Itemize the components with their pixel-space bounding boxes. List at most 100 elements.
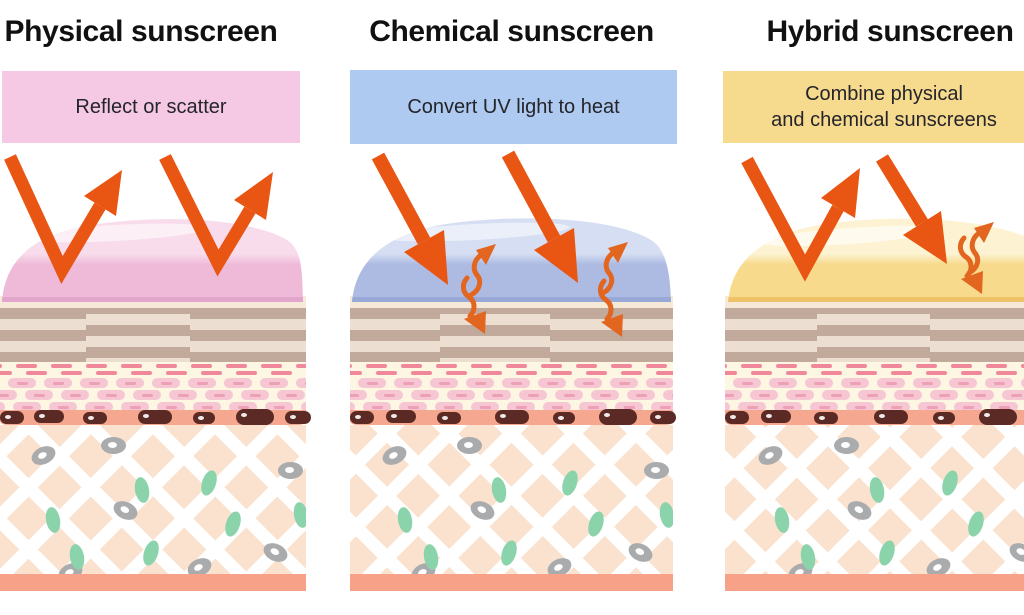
fibroblast-cell [1006,539,1024,566]
epidermis-cell [750,390,778,400]
fibroblast-cell [110,497,141,524]
skin-cross-section [725,296,1024,591]
epidermis-cell-dash [986,364,1007,368]
skin-cross-section [350,296,677,591]
melanocyte-cell [192,412,215,424]
epidermis-cell-dash [576,364,597,368]
heat-wave-arrow-icon [460,275,486,334]
heat-wave-arrow-icon [957,235,983,294]
fibroblast-cell [260,539,291,566]
fibroblast-cell [467,497,497,524]
mechanism-label-text: Reflect or scatter [75,96,227,118]
epidermis-cell [930,390,958,400]
epidermis-cell-dash [856,371,877,375]
epidermis-cell-dash [926,371,947,375]
melanocyte-cell [725,411,749,424]
epidermis-cell-dash [236,371,257,375]
epidermis-cell-dash [96,371,117,375]
epidermis-cell [80,378,108,388]
immune-cell [772,505,791,534]
epidermis-cell [394,378,422,388]
epidermis-cell [224,378,252,388]
sunscreen-film-dome [728,218,1024,302]
stratum-corneum-layer [0,308,306,362]
melanocyte-cell [82,412,107,424]
fibroblast-cell [844,497,875,524]
fibroblast-cell [100,436,126,454]
epidermis-cell-dash [846,364,867,368]
epidermis-cell-dash [156,364,177,368]
immune-cell [498,538,520,568]
epidermis-cell-dash [61,371,82,375]
melanocyte-cell [761,410,792,423]
epidermis-cell [61,390,89,400]
epidermis-cell [894,390,922,400]
epidermis-cell [193,402,221,410]
panel-physical-sunscreen: Physical sunscreen Reflect or scatter [0,0,311,615]
melanocyte-cell [932,412,955,424]
epidermis-cell [918,402,946,410]
epidermis-cell-dash [646,364,667,368]
dome-gloss-highlight [23,223,207,243]
melanocyte-cell [650,411,677,424]
epidermis-cell [229,402,257,410]
epidermis-cell [435,402,463,410]
mechanism-label-line2: and chemical sunscreens [771,109,997,131]
epidermis-cell-dash [226,364,247,368]
heat-wave-arrow-icon [468,244,496,298]
melanocyte-cell [137,410,172,424]
skin-cross-section [0,296,311,591]
epidermis-cell [519,390,547,400]
epidermis-cell [350,402,355,410]
epidermis-cell [774,402,802,410]
epidermis-cell [990,402,1018,410]
basal-melanocyte-layer [350,409,677,425]
subcutis-layer [725,574,1024,591]
epidermis-cell [152,378,180,388]
melanocyte-cell [33,410,64,423]
panel-title-chemical: Chemical sunscreen [369,15,654,48]
epidermis-cell [949,378,977,388]
epidermis-cell-dash [446,371,467,375]
melanocyte-cell [553,412,576,424]
heat-wave-arrow-icon [600,242,628,296]
epidermis-cell-dash [271,371,292,375]
epidermis-cell [507,402,535,410]
immune-cell [585,509,607,539]
epidermis-cell [663,390,673,400]
epidermis-cell [841,378,869,388]
epidermis-cell [810,402,838,410]
epidermis-cell-dash [350,371,362,375]
heat-wave-arrow-icon [966,222,994,276]
epidermis-layer [350,362,673,410]
uv-reflect-arrow-icon [741,156,860,282]
epidermis-cell [786,390,814,400]
epidermis-cell [822,390,850,400]
uv-ray-arrows [741,154,994,294]
epidermis-cell [954,402,982,410]
epidermis-cell [85,402,113,410]
epidermis-cell [591,390,619,400]
uv-absorb-arrow-icon [501,150,578,283]
epidermis-cell [858,390,886,400]
melanocyte-cell [979,409,1018,425]
epidermis-cell-dash [916,364,937,368]
epidermis-cell-dash [741,364,762,368]
fibroblast-cell [643,462,669,480]
basal-melanocyte-layer [0,409,311,425]
epidermis-cell-dash [366,364,387,368]
epidermis-cell [610,378,638,388]
epidermis-cell [411,390,439,400]
mechanism-label-physical: Reflect or scatter [2,71,300,143]
epidermis-cell-dash [1021,364,1024,368]
epidermis-cell [882,402,910,410]
epidermis-cell [277,390,305,400]
uv-reflect-arrow-icon [4,154,122,284]
epidermis-cell [97,390,125,400]
epidermis-cell [169,390,197,400]
epidermis-cell-dash [26,371,47,375]
epidermis-cell [574,378,602,388]
epidermis-cell [913,378,941,388]
immune-cell [140,538,162,568]
fibroblast-cell [544,554,575,574]
